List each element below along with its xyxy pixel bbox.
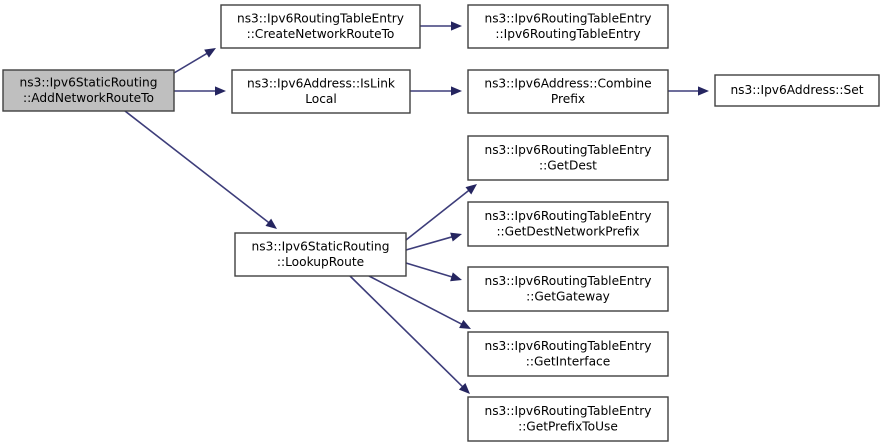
- node-box[interactable]: [467, 135, 669, 181]
- node-box[interactable]: [467, 331, 669, 377]
- node-label-line: ::LookupRoute: [277, 255, 364, 269]
- call-edge-lookup-route-to-get-dest-network-prefix: [405, 235, 454, 251]
- graph-node-get-interface[interactable]: ns3::Ipv6RoutingTableEntry::GetInterface: [467, 331, 669, 377]
- arrowhead-icon: [450, 232, 462, 242]
- node-box[interactable]: [220, 4, 421, 49]
- graph-node-add-network-route-to[interactable]: ns3::Ipv6StaticRouting::AddNetworkRouteT…: [2, 69, 175, 112]
- node-box[interactable]: [714, 74, 880, 107]
- arrowhead-icon: [204, 48, 216, 58]
- node-box[interactable]: [231, 69, 411, 114]
- node-label-line: ns3::Ipv6RoutingTableEntry: [484, 209, 651, 223]
- call-edge-lookup-route-to-get-prefix-to-use: [349, 275, 464, 389]
- node-label-line: ::Ipv6RoutingTableEntry: [495, 27, 640, 41]
- node-label-line: ns3::Ipv6RoutingTableEntry: [484, 143, 651, 157]
- node-box[interactable]: [467, 201, 669, 247]
- arrowhead-icon: [450, 272, 462, 282]
- graph-node-get-prefix-to-use[interactable]: ns3::Ipv6RoutingTableEntry::GetPrefixToU…: [467, 396, 669, 442]
- call-edge-lookup-route-to-get-dest: [405, 189, 471, 241]
- node-label-line: ns3::Ipv6RoutingTableEntry: [484, 274, 651, 288]
- node-label-line: ::GetDestNetworkPrefix: [496, 224, 639, 238]
- graph-node-ipv6-address-set[interactable]: ns3::Ipv6Address::Set: [714, 74, 880, 107]
- arrowhead-icon: [451, 86, 462, 96]
- call-edge-add-network-route-to-to-create-network-route-to: [173, 52, 209, 74]
- edges-layer: [124, 21, 709, 394]
- nodes-layer: ns3::Ipv6StaticRouting::AddNetworkRouteT…: [2, 4, 880, 442]
- node-box[interactable]: [467, 4, 669, 49]
- arrowhead-icon: [698, 86, 709, 96]
- node-label-line: ns3::Ipv6StaticRouting: [20, 75, 158, 89]
- node-label-line: ::CreateNetworkRouteTo: [247, 27, 395, 41]
- arrowhead-icon: [459, 319, 471, 329]
- node-label-line: ns3::Ipv6Address::Combine: [484, 76, 651, 90]
- node-label-line: ns3::Ipv6Address::Set: [730, 83, 863, 97]
- node-label-line: ns3::Ipv6RoutingTableEntry: [484, 339, 651, 353]
- node-box[interactable]: [234, 232, 407, 277]
- node-box[interactable]: [467, 396, 669, 442]
- node-label-line: ::GetDest: [539, 158, 597, 172]
- node-label-line: ::GetPrefixToUse: [518, 419, 618, 433]
- node-box[interactable]: [467, 69, 669, 114]
- call-edge-lookup-route-to-get-interface: [368, 275, 464, 326]
- arrowhead-icon: [215, 86, 226, 96]
- graph-node-ipv6-routing-table-entry-ctor[interactable]: ns3::Ipv6RoutingTableEntry::Ipv6RoutingT…: [467, 4, 669, 49]
- node-label-line: ns3::Ipv6RoutingTableEntry: [484, 404, 651, 418]
- node-label-line: ns3::Ipv6RoutingTableEntry: [484, 11, 651, 25]
- graph-node-get-gateway[interactable]: ns3::Ipv6RoutingTableEntry::GetGateway: [467, 266, 669, 312]
- graph-node-get-dest-network-prefix[interactable]: ns3::Ipv6RoutingTableEntry::GetDestNetwo…: [467, 201, 669, 247]
- call-edge-add-network-route-to-to-lookup-route: [124, 110, 271, 224]
- graph-node-create-network-route-to[interactable]: ns3::Ipv6RoutingTableEntry::CreateNetwor…: [220, 4, 421, 49]
- node-label-line: Local: [305, 92, 337, 106]
- node-label-line: ::AddNetworkRouteTo: [23, 91, 154, 105]
- graph-node-lookup-route[interactable]: ns3::Ipv6StaticRouting::LookupRoute: [234, 232, 407, 277]
- node-box[interactable]: [467, 266, 669, 312]
- arrowhead-icon: [458, 382, 470, 394]
- arrowhead-icon: [465, 184, 477, 195]
- node-label-line: ::GetGateway: [526, 289, 610, 303]
- call-edge-lookup-route-to-get-gateway: [405, 262, 454, 279]
- node-label-line: ::GetInterface: [526, 354, 611, 368]
- node-label-line: Prefix: [551, 92, 585, 106]
- arrowhead-icon: [265, 218, 277, 229]
- node-label-line: ns3::Ipv6StaticRouting: [252, 239, 390, 253]
- graph-node-get-dest[interactable]: ns3::Ipv6RoutingTableEntry::GetDest: [467, 135, 669, 181]
- arrowhead-icon: [451, 21, 462, 31]
- node-label-line: ns3::Ipv6Address::IsLink: [247, 76, 396, 90]
- node-label-line: ns3::Ipv6RoutingTableEntry: [237, 11, 404, 25]
- node-box[interactable]: [2, 69, 175, 112]
